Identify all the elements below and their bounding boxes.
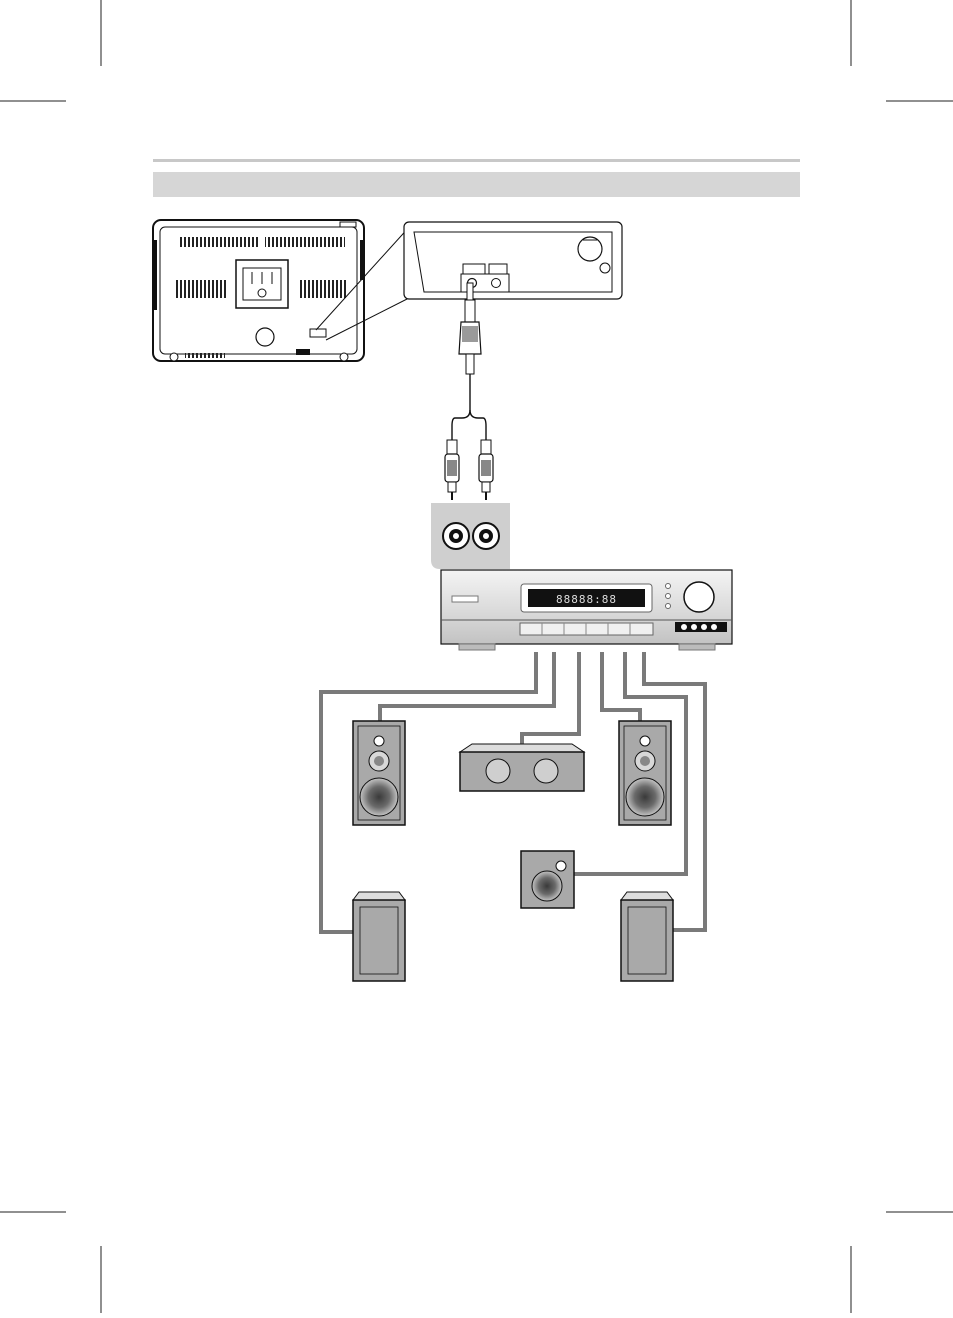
subwoofer-icon [521,851,574,908]
y-cable-icon [445,283,493,500]
receiver-display: 88888:88 [556,593,617,606]
front-right-speaker [619,721,671,825]
rear-speaker-icon [353,892,405,981]
tv-rear-icon [153,220,364,361]
tower-speaker-icon [619,721,671,825]
front-left-speaker [353,721,405,825]
receiver-icon: 88888:88 [441,570,732,650]
center-speaker-icon [460,744,584,791]
rca-jacks-icon [431,503,510,569]
rear-left-speaker [353,892,405,981]
rear-right-speaker [621,892,673,981]
tower-speaker-icon [353,721,405,825]
subwoofer [521,851,574,908]
jack-panel-icon [404,222,622,299]
center-speaker [460,744,584,791]
header-band [153,172,800,197]
rear-speaker-icon [621,892,673,981]
header-rule [153,159,800,162]
